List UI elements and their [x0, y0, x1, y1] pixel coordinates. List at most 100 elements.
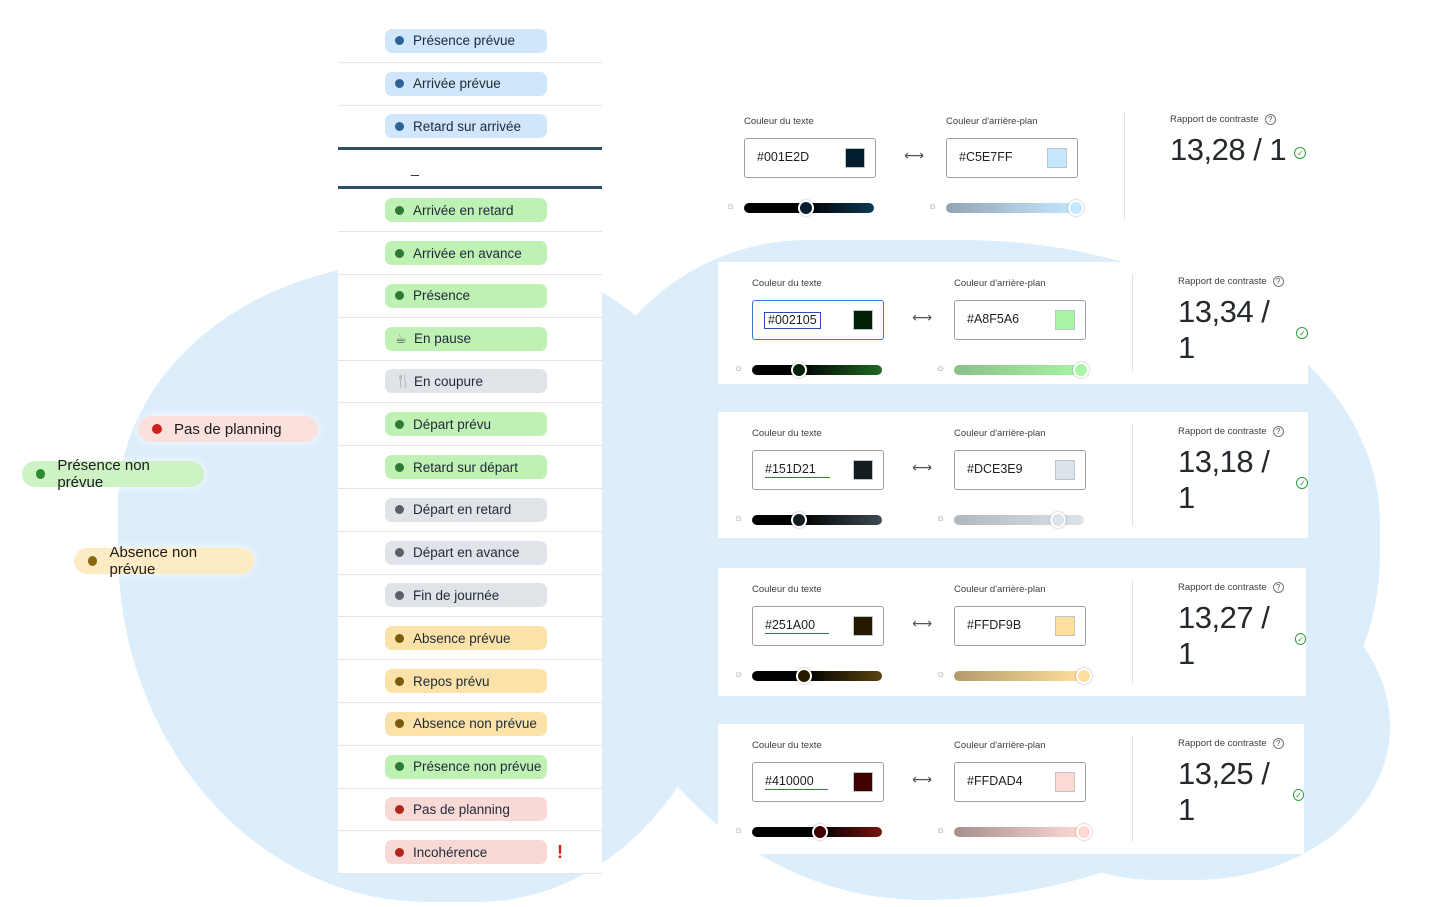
status-pill[interactable]: Arrivée en avance [385, 241, 547, 266]
swap-arrows-icon[interactable]: ⟷ [912, 459, 933, 475]
text-brightness-handle[interactable] [790, 512, 807, 528]
text-color-field[interactable]: #151D21 [752, 450, 884, 490]
status-dot-icon [395, 291, 404, 301]
status-pill[interactable]: Présence [385, 283, 547, 308]
swap-arrows-icon[interactable]: ⟷ [912, 771, 933, 787]
contrast-ratio-label: Rapport de contraste? [1170, 114, 1276, 125]
text-color-field[interactable]: #002105 [752, 300, 884, 340]
status-pill[interactable]: 🍴En coupure [385, 369, 547, 394]
status-pill[interactable]: Présence non prévue [385, 754, 547, 779]
status-dot-icon [395, 79, 404, 89]
status-label: Arrivée en avance [413, 245, 522, 261]
status-dot-icon [395, 719, 404, 729]
status-dot-icon [36, 469, 46, 479]
text-color-swatch[interactable] [853, 460, 873, 480]
text-color-field[interactable]: #410000 [752, 762, 884, 802]
background-brightness-handle[interactable] [1076, 824, 1092, 840]
status-pill[interactable]: Arrivée prévue [385, 71, 547, 96]
status-label: Arrivée en retard [413, 202, 514, 218]
text-color-field[interactable]: #001E2D [744, 138, 876, 178]
background-color-swatch[interactable] [1047, 148, 1067, 168]
status-row: Pas de planning [338, 789, 602, 832]
background-brightness-slider[interactable] [946, 203, 1076, 213]
separator-label: _ [411, 160, 419, 177]
background-color-swatch[interactable] [1055, 460, 1075, 480]
status-dot-icon [395, 121, 404, 131]
text-brightness-slider[interactable] [752, 671, 882, 681]
background-brightness-slider[interactable] [954, 827, 1084, 837]
text-color-field[interactable]: #251A00 [752, 606, 884, 646]
status-label: Départ en retard [413, 502, 512, 518]
background-color-hex: #FFDAD4 [967, 774, 1023, 788]
status-row: Présence [338, 275, 602, 318]
background-color-swatch[interactable] [1055, 310, 1075, 330]
swap-arrows-icon[interactable]: ⟷ [912, 615, 933, 631]
status-row: Présence prévue [338, 20, 602, 63]
status-label: Départ en avance [413, 545, 520, 561]
status-pill[interactable]: ☕En pause [385, 326, 547, 351]
background-brightness-handle[interactable] [1073, 362, 1090, 378]
status-pill[interactable]: Présence prévue [385, 28, 547, 53]
alert-icon: ! [557, 841, 563, 862]
swap-arrows-icon[interactable]: ⟷ [912, 309, 933, 325]
text-brightness-slider[interactable] [752, 365, 882, 375]
status-pill[interactable]: Fin de journée [385, 583, 547, 608]
background-color-field[interactable]: #DCE3E9 [954, 450, 1086, 490]
text-color-swatch[interactable] [853, 772, 873, 792]
background-brightness-slider[interactable] [954, 365, 1084, 375]
background-color-label: Couleur d'arrière-plan [954, 278, 1046, 289]
panel-divider [1132, 424, 1133, 526]
status-pill[interactable]: Repos prévu [385, 669, 547, 694]
floating-pill-label: Absence non prévue [109, 544, 198, 578]
background-color-field[interactable]: #FFDF9B [954, 606, 1086, 646]
status-label: Repos prévu [413, 673, 490, 689]
status-pill[interactable]: Retard sur arrivée [385, 114, 547, 139]
status-pill[interactable]: Incohérence [385, 840, 547, 865]
contrast-ratio-number: 13,28 / 1 [1170, 132, 1287, 167]
background-color-field[interactable]: #C5E7FF [946, 138, 1078, 178]
background-brightness-handle[interactable] [1076, 668, 1092, 684]
status-row: Repos prévu [338, 660, 602, 703]
status-pill[interactable]: Départ en retard [385, 497, 547, 522]
contrast-ratio-number: 13,34 / 1 [1178, 294, 1270, 365]
status-label: Fin de journée [413, 587, 500, 603]
swap-arrows-icon[interactable]: ⟷ [904, 147, 925, 163]
text-brightness-slider[interactable] [752, 515, 882, 525]
help-icon[interactable]: ? [1272, 426, 1284, 437]
status-pill[interactable]: Départ prévu [385, 412, 547, 437]
status-row: Retard sur arrivée [338, 106, 602, 149]
text-color-label: Couleur du texte [752, 740, 822, 751]
status-pill[interactable]: Arrivée en retard [385, 198, 547, 223]
help-icon[interactable]: ? [1272, 582, 1284, 593]
status-pill[interactable]: Pas de planning [385, 797, 547, 822]
text-brightness-handle[interactable] [790, 362, 807, 378]
background-color-swatch[interactable] [1055, 772, 1075, 792]
help-icon[interactable]: ? [1264, 114, 1276, 125]
background-brightness-handle[interactable] [1050, 512, 1066, 528]
brightness-icon: ☼ [928, 201, 938, 212]
background-color-swatch[interactable] [1055, 616, 1075, 636]
text-brightness-handle[interactable] [798, 200, 815, 216]
text-color-swatch[interactable] [853, 310, 873, 330]
status-pill[interactable]: Départ en avance [385, 540, 547, 565]
help-icon[interactable]: ? [1272, 276, 1284, 287]
background-brightness-slider[interactable] [954, 671, 1084, 681]
status-pill[interactable]: Absence prévue [385, 626, 547, 651]
text-color-swatch[interactable] [845, 148, 865, 168]
status-dot-icon [395, 462, 404, 472]
text-brightness-handle[interactable] [796, 668, 812, 684]
status-pill[interactable]: Retard sur départ [385, 455, 547, 480]
help-icon[interactable]: ? [1272, 738, 1284, 749]
background-color-field[interactable]: #FFDAD4 [954, 762, 1086, 802]
status-label: Incohérence [413, 844, 488, 860]
contrast-ratio-title: Rapport de contraste [1178, 738, 1267, 749]
background-brightness-slider[interactable] [954, 515, 1084, 525]
background-brightness-handle[interactable] [1068, 200, 1084, 216]
status-pill[interactable]: Absence non prévue [385, 711, 547, 736]
text-color-swatch[interactable] [853, 616, 873, 636]
text-brightness-handle[interactable] [811, 824, 828, 840]
floating-pill-label: Pas de planning [174, 420, 282, 438]
background-color-field[interactable]: #A8F5A6 [954, 300, 1086, 340]
